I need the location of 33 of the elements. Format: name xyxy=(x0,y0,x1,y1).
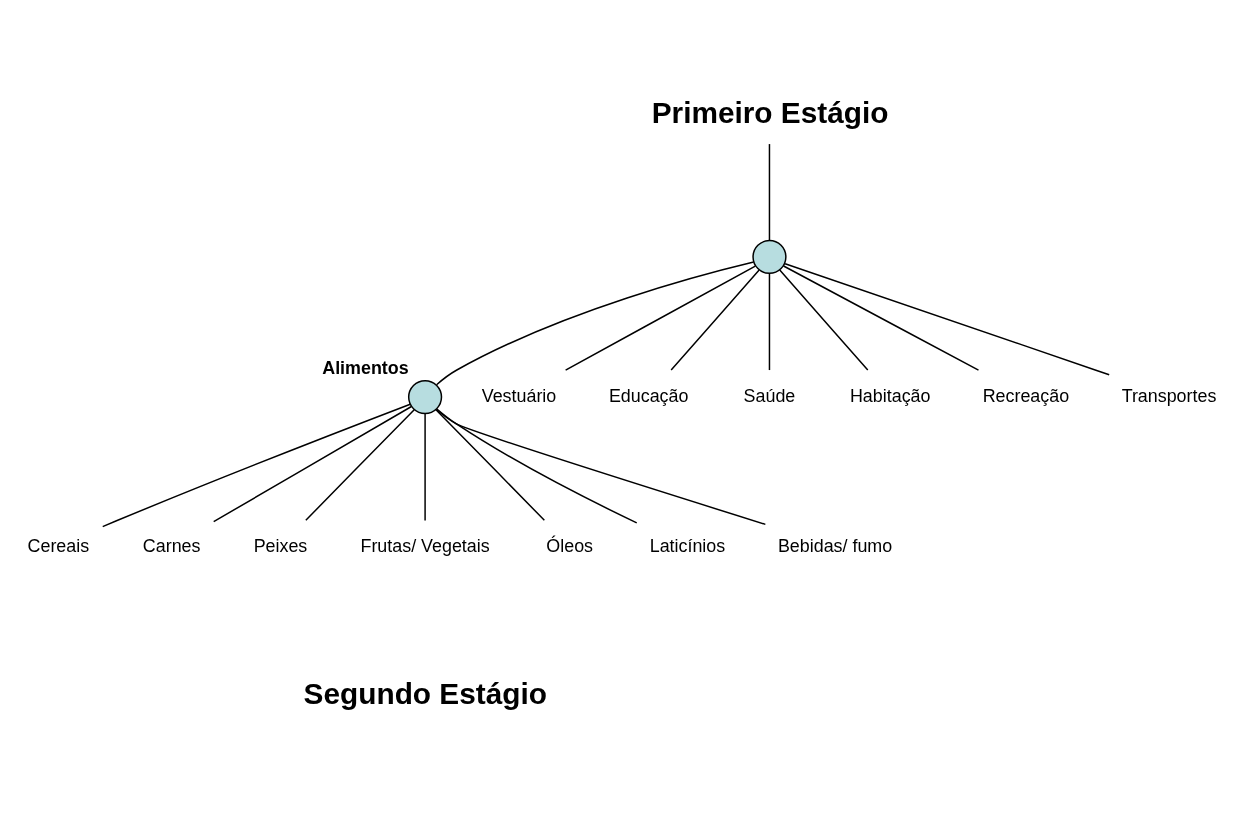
node-circle xyxy=(407,379,443,414)
connector xyxy=(102,403,411,527)
connector xyxy=(305,408,415,521)
connector xyxy=(212,405,413,522)
label: Segundo Estágio xyxy=(303,676,547,710)
node-circle xyxy=(752,239,787,274)
node-text: Frutas/ Vegetais xyxy=(360,535,490,556)
node-text: Recreação xyxy=(982,385,1070,406)
node-text: Peixes xyxy=(253,535,308,556)
connector xyxy=(564,264,757,371)
node-text: Carnes xyxy=(142,535,201,556)
connector xyxy=(782,264,980,371)
connector xyxy=(768,272,771,371)
node-text: Vestuário xyxy=(481,385,557,406)
node-text: Óleos xyxy=(546,535,594,556)
connector xyxy=(435,408,546,521)
connector xyxy=(435,260,755,385)
node-text: Saúde xyxy=(743,385,796,406)
node-text: Transportes xyxy=(1121,385,1217,406)
connector xyxy=(670,268,760,371)
node-text: Primeiro Estágio xyxy=(651,95,889,129)
connector xyxy=(435,408,767,525)
node-label: Alimentos xyxy=(322,357,409,378)
node-text: Cereais xyxy=(27,535,90,556)
node-text: Laticínios xyxy=(649,535,726,556)
connector xyxy=(424,412,426,521)
node-text: Bebidas/ fumo xyxy=(777,535,893,556)
connector xyxy=(779,268,869,371)
connector xyxy=(436,407,638,524)
node-text: Habitação xyxy=(849,385,931,406)
connector xyxy=(784,262,1110,376)
node-text: Educação xyxy=(608,385,689,406)
connector xyxy=(768,142,771,241)
